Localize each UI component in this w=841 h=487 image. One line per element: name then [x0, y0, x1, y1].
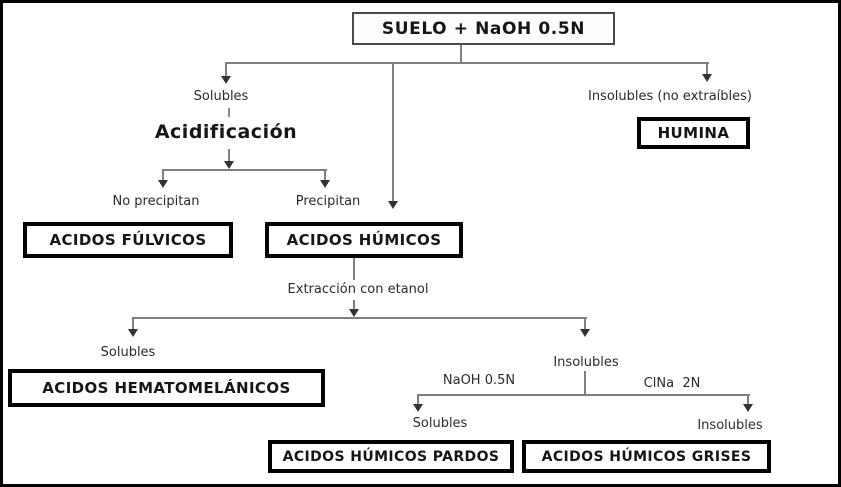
- label-insolubles-bottom: Insolubles: [697, 418, 763, 433]
- arrow-down-icon: [743, 404, 753, 412]
- connector: [584, 317, 586, 330]
- label-solubles-mid: Solubles: [100, 345, 156, 360]
- arrow-down-icon: [388, 201, 398, 209]
- arrow-down-icon: [320, 180, 330, 188]
- label-clna-2n: ClNa 2N: [643, 376, 701, 391]
- connector: [162, 169, 164, 181]
- arrow-down-icon: [128, 329, 138, 337]
- connector: [324, 169, 326, 181]
- node-humina: HUMINA: [637, 117, 750, 149]
- label-naoh-05n: NaOH 0.5N: [442, 373, 516, 388]
- connector: [584, 371, 586, 396]
- connector: [460, 45, 462, 64]
- node-acidos-fulvicos: ACIDOS FÚLVICOS: [23, 222, 233, 258]
- arrow-down-icon: [221, 76, 231, 84]
- label-precipitan: Precipitan: [295, 194, 361, 209]
- node-acidos-humicos-pardos: ACIDOS HÚMICOS PARDOS: [268, 440, 514, 473]
- label-no-precipitan: No precipitan: [112, 194, 200, 209]
- connector: [392, 62, 394, 202]
- label-insolubles-top: Insolubles (no extraíbles): [587, 89, 752, 104]
- node-acidos-hematomelanicos: ACIDOS HEMATOMELÁNICOS: [8, 369, 325, 407]
- node-acidos-humicos: ACIDOS HÚMICOS: [265, 222, 463, 258]
- connector: [228, 108, 230, 117]
- connector: [228, 149, 230, 162]
- arrow-down-icon: [158, 180, 168, 188]
- arrow-down-icon: [702, 74, 712, 82]
- connector: [133, 317, 587, 319]
- label-insolubles-mid: Insolubles: [553, 355, 619, 370]
- arrow-down-icon: [349, 309, 359, 317]
- connector: [418, 394, 750, 396]
- connector: [163, 169, 327, 171]
- label-extraccion-etanol: Extracción con etanol: [287, 282, 429, 297]
- connector: [353, 258, 355, 280]
- connector: [417, 394, 419, 405]
- connector: [226, 62, 709, 64]
- arrow-down-icon: [580, 329, 590, 337]
- connector: [225, 62, 227, 77]
- arrow-down-icon: [413, 404, 423, 412]
- arrow-down-icon: [224, 161, 234, 169]
- connector: [353, 300, 355, 310]
- node-suelo-naoh: SUELO + NaOH 0.5N: [352, 12, 615, 45]
- connector: [706, 62, 708, 75]
- label-solubles-top: Solubles: [193, 89, 249, 104]
- node-acidos-humicos-grises: ACIDOS HÚMICOS GRISES: [522, 440, 771, 473]
- label-acidificacion: Acidificación: [154, 121, 298, 143]
- connector: [132, 317, 134, 330]
- connector: [747, 394, 749, 405]
- label-solubles-bottom: Solubles: [412, 416, 468, 431]
